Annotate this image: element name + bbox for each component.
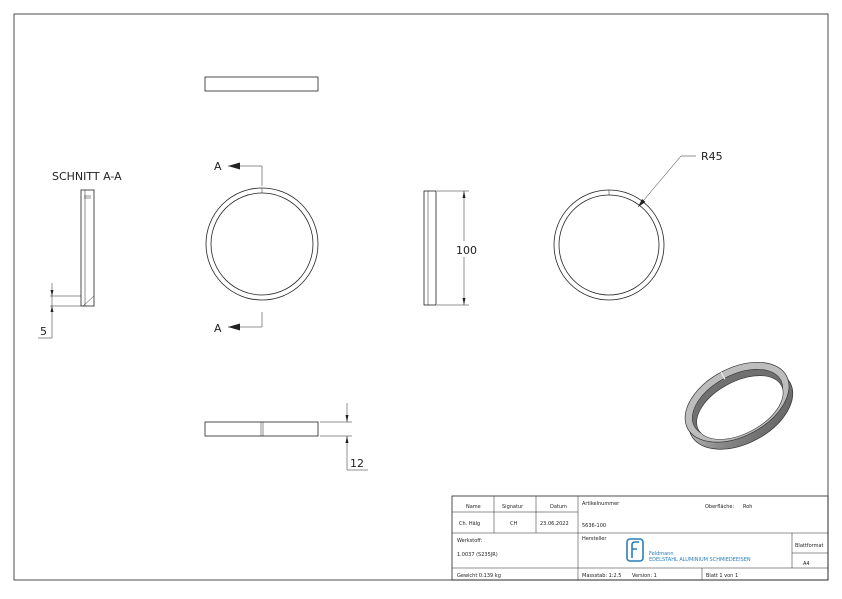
tb-werkstoff-label: Werkstoff: [457, 538, 483, 544]
section-title: SCHNITT A-A [52, 170, 122, 183]
top-view-bar [204, 76, 319, 92]
tb-signatur-value: CH [510, 521, 517, 527]
tb-version: Version: 1 [632, 573, 657, 579]
dim-radius: R45 [701, 150, 723, 163]
tb-blatt: Blatt 1 von 1 [706, 573, 738, 579]
feldmann-logo: Feldmann EDELSTAHL ALUMINIUM SCHMIEDEEIS… [626, 538, 751, 563]
logo-subtext: EDELSTAHL ALUMINIUM SCHMIEDEEISEN [649, 557, 751, 563]
section-marker-top: A [214, 160, 222, 173]
width-dimension: 12 [320, 403, 368, 471]
bottom-view-bar [204, 421, 319, 437]
tb-gewicht: Gewicht 0.139 kg [457, 573, 501, 579]
tb-hersteller-label: Hersteller [582, 536, 607, 542]
tb-header-signatur: Signatur [502, 504, 524, 510]
side-view [423, 190, 437, 306]
radius-dimension: R45 [637, 150, 723, 208]
sheet-border [13, 13, 829, 581]
height-dimension: 100 [437, 190, 477, 306]
dim-height: 100 [456, 244, 477, 257]
tb-name-value: Ch. Hälg [459, 521, 480, 527]
tb-artikel-value: 5636-100 [582, 523, 606, 529]
section-marker-bottom: A [214, 322, 222, 335]
tb-blattformat-value: A4 [803, 561, 810, 567]
tb-werkstoff-value: 1.0037 (S235JR) [457, 552, 498, 558]
logo-text: Feldmann [649, 551, 674, 557]
right-view-ring [553, 189, 665, 301]
section-line-marker: A A [214, 160, 263, 335]
tb-massstab: Massstab: 1:2.5 [582, 573, 621, 579]
tb-oberflaeche-value: Roh [743, 504, 752, 510]
tb-header-name: Name [466, 504, 481, 510]
tb-blattformat-label: Blattformat [795, 543, 824, 549]
section-view [80, 189, 95, 307]
front-view-ring [205, 187, 319, 301]
title-block: Name Signatur Datum Ch. Hälg CH 23.06.20… [451, 495, 829, 581]
tb-header-datum: Datum [550, 504, 567, 510]
dim-thickness: 5 [40, 325, 47, 338]
dim-width: 12 [350, 457, 364, 470]
thickness-dimension: 5 [38, 283, 81, 339]
tb-datum-value: 23.06.2022 [540, 521, 569, 527]
tb-oberflaeche-label: Oberfläche: [705, 504, 734, 510]
tb-artikel-label: Artikelnummer [582, 501, 620, 507]
isometric-ring [684, 361, 794, 450]
